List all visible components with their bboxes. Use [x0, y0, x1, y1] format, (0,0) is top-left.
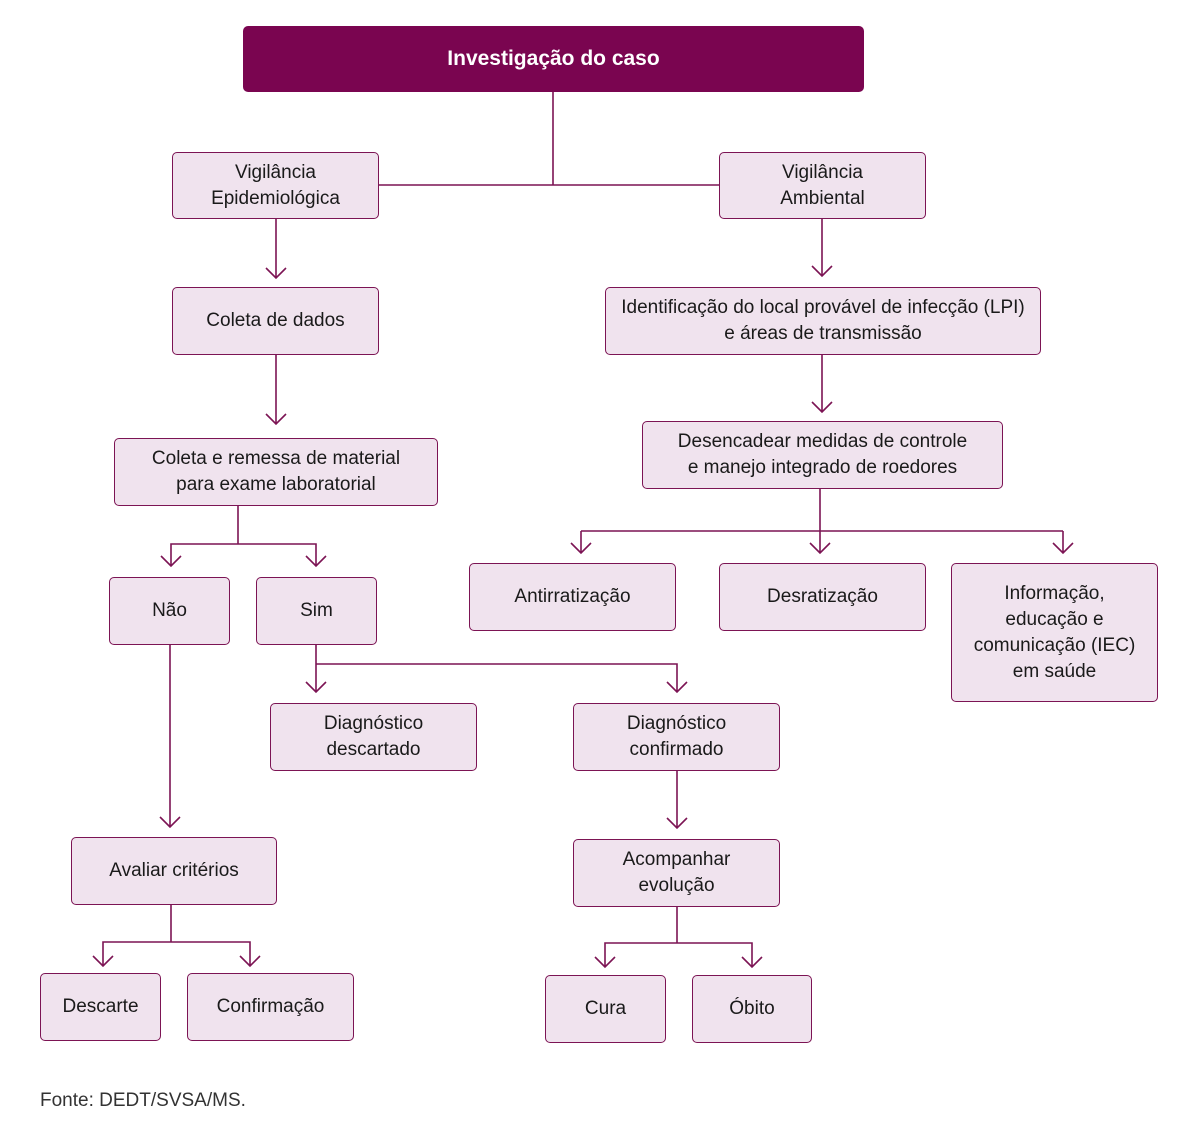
node-desratizacao: Desratização	[719, 563, 926, 631]
arrow-nao-to-avaliar	[159, 645, 181, 829]
connector-root-branches	[379, 92, 719, 186]
node-identificacao-lpi: Identificação do local provável de infec…	[605, 287, 1041, 355]
arrow-to-lpi	[811, 219, 833, 278]
node-investigacao-do-caso: Investigação do caso	[243, 26, 864, 92]
connector-medidas-acoes	[570, 489, 1074, 555]
arrow-to-medidas	[811, 355, 833, 414]
node-diagnostico-confirmado: Diagnóstico confirmado	[573, 703, 780, 771]
node-obito: Óbito	[692, 975, 812, 1043]
node-nao: Não	[109, 577, 230, 645]
connector-avaliar-resultados	[92, 905, 261, 968]
connector-evolucao-desfechos	[594, 907, 763, 969]
node-descarte: Descarte	[40, 973, 161, 1041]
node-avaliar-criterios: Avaliar critérios	[71, 837, 277, 905]
source-caption: Fonte: DEDT/SVSA/MS.	[40, 1090, 246, 1111]
node-coleta-remessa-material: Coleta e remessa de material para exame …	[114, 438, 438, 506]
node-antirratizacao: Antirratização	[469, 563, 676, 631]
arrow-to-coleta-dados	[265, 219, 287, 280]
node-iec-em-saude: Informação, educação e comunicação (IEC)…	[951, 563, 1158, 702]
node-coleta-de-dados: Coleta de dados	[172, 287, 379, 355]
arrow-to-acompanhar	[666, 771, 688, 830]
node-cura: Cura	[545, 975, 666, 1043]
arrow-to-coleta-remessa	[265, 355, 287, 426]
node-desencadear-medidas: Desencadear medidas de controle e manejo…	[642, 421, 1003, 489]
connector-resultado	[160, 506, 327, 568]
node-vigilancia-epidemiologica: Vigilância Epidemiológica	[172, 152, 379, 219]
node-vigilancia-ambiental: Vigilância Ambiental	[719, 152, 926, 219]
node-acompanhar-evolucao: Acompanhar evolução	[573, 839, 780, 907]
node-confirmacao: Confirmação	[187, 973, 354, 1041]
node-sim: Sim	[256, 577, 377, 645]
node-diagnostico-descartado: Diagnóstico descartado	[270, 703, 477, 771]
connector-sim-diagnosticos	[305, 645, 688, 694]
